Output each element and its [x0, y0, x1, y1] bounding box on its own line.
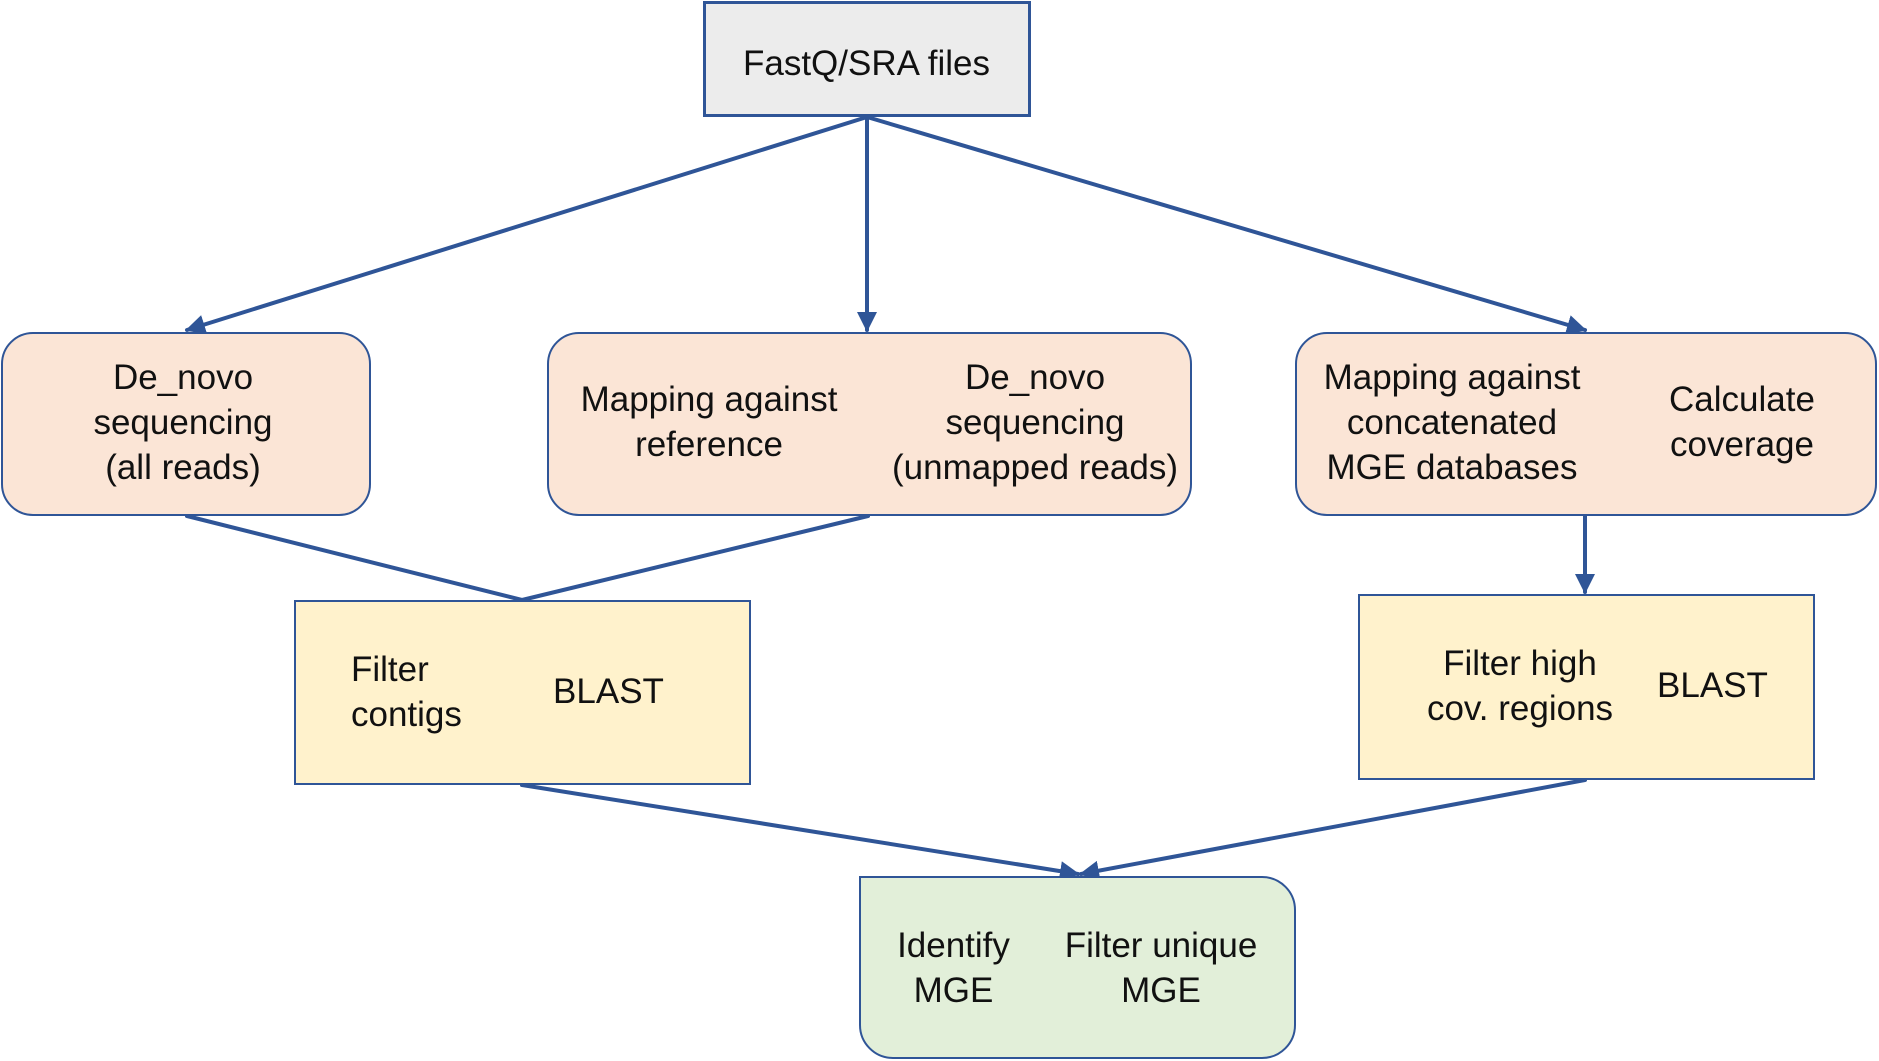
identify-mge-label: Identify MGE: [897, 926, 1010, 1010]
filter-coverage-node: Filter high cov. regions BLAST: [1358, 594, 1815, 780]
denovo-unmapped-reads-label: De_novo sequencing (unmapped reads): [892, 358, 1178, 487]
arrow-filter-contigs-to-final: [520, 783, 1080, 882]
arrow-source-to-mapping-mge: [865, 115, 1587, 335]
filter-contigs-blast-label: BLAST: [553, 672, 664, 711]
denovo-all-reads-node: De_novo sequencing (all reads): [1, 332, 371, 516]
line-denovo-all-to-filter-contigs: [185, 514, 524, 602]
mapping-mge-databases-node: Mapping against concatenated MGE databas…: [1295, 332, 1877, 516]
filter-coverage-label: Filter high cov. regions: [1426, 644, 1614, 728]
calculate-coverage-label: Calculate coverage: [1669, 380, 1815, 464]
arrow-source-to-denovo-all: [185, 115, 869, 335]
filter-contigs-label: Filter contigs: [351, 650, 462, 734]
denovo-all-reads-label: De_novo sequencing (all reads): [93, 358, 273, 487]
filter-unique-mge-label: Filter unique MGE: [1064, 926, 1258, 1010]
source-label: FastQ/SRA files: [742, 44, 991, 83]
mapping-mge-databases-label: Mapping against concatenated MGE databas…: [1323, 358, 1581, 487]
source-node: FastQ/SRA files: [703, 1, 1031, 117]
arrow-filter-coverage-to-final: [1079, 778, 1587, 881]
mapping-reference-node: Mapping against reference De_novo sequen…: [547, 332, 1192, 516]
line-mapping-reference-to-filter-contigs: [520, 514, 870, 602]
final-identify-mge-node: Identify MGE Filter unique MGE: [859, 876, 1296, 1059]
mapping-reference-label: Mapping against reference: [580, 380, 838, 464]
filter-contigs-node: Filter contigs BLAST: [294, 600, 751, 785]
filter-coverage-blast-label: BLAST: [1657, 666, 1768, 705]
